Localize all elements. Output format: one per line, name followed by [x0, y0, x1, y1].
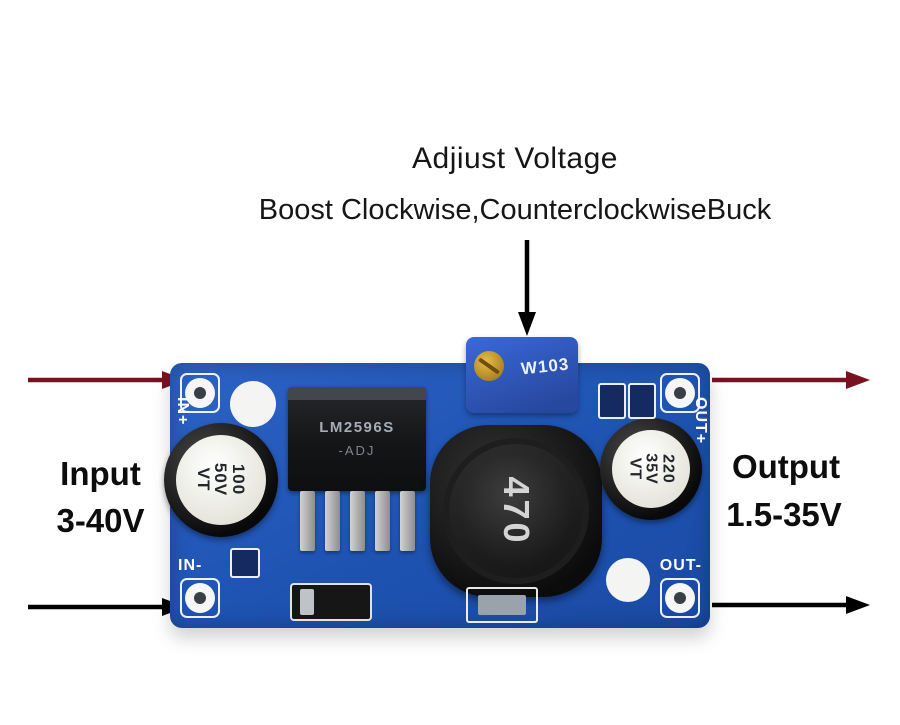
input-label: Input [60, 455, 141, 492]
converter-pcb: IN+ OUT+ IN- OUT- 100 50V VT LM2596S -AD… [164, 337, 710, 628]
ic-lead [375, 491, 390, 551]
output-voltage-range: 1.5-35V [726, 496, 842, 533]
smd-component [598, 383, 626, 419]
voltage-adjust-potentiometer: W103 [466, 337, 578, 413]
boost-buck-subtitle: Boost Clockwise,CounterclockwiseBuck [258, 194, 772, 226]
mounting-hole [660, 578, 700, 618]
input-capacitor: 100 50V VT [164, 423, 278, 537]
silkscreen-dot [230, 381, 276, 427]
input-negative-arrow-icon [28, 598, 186, 616]
ic-variant: -ADJ [338, 443, 376, 458]
silkscreen-in-plus: IN+ [174, 397, 191, 426]
mounting-hole [180, 578, 220, 618]
diode-stripe [300, 589, 314, 615]
ic-lead [400, 491, 415, 551]
inductor-marking: 470 [496, 476, 537, 546]
hole-ring [185, 378, 215, 408]
silkscreen-out-plus: OUT+ [692, 397, 709, 445]
hole-bore [674, 592, 686, 604]
mounting-hole [660, 373, 700, 413]
output-label: Output [731, 448, 841, 485]
output-positive-arrow-icon [712, 371, 870, 389]
hole-bore [194, 592, 206, 604]
diode [290, 583, 372, 621]
potentiometer-marking: W103 [519, 354, 570, 379]
solder-pad [478, 595, 526, 615]
adjust-voltage-title: Adjiust Voltage [412, 142, 618, 175]
hole-ring [665, 583, 695, 613]
solder-pad-outline [466, 587, 538, 623]
smd-component [230, 548, 260, 578]
power-inductor: 470 [430, 425, 602, 597]
mounting-hole [180, 373, 220, 413]
capacitor-top: 220 35V VT [612, 430, 690, 508]
silkscreen-out-minus: OUT- [659, 557, 702, 574]
hole-ring [185, 583, 215, 613]
ic-tab [288, 387, 426, 400]
input-capacitor-marking: 100 50V VT [194, 463, 249, 497]
ic-lead [350, 491, 365, 551]
ic-lead [325, 491, 340, 551]
silkscreen-in-minus: IN- [178, 557, 203, 574]
output-negative-arrow-icon [712, 596, 870, 614]
silkscreen-dot [606, 558, 650, 602]
smd-component [628, 383, 656, 419]
ic-part-number: LM2596S [319, 419, 395, 436]
hole-bore [674, 387, 686, 399]
regulator-ic: LM2596S -ADJ [288, 387, 426, 491]
output-capacitor: 220 35V VT [600, 418, 702, 520]
adjust-pointer-arrow-icon [518, 240, 536, 336]
inductor-coil [443, 438, 589, 584]
output-capacitor-marking: 220 35V VT [626, 453, 677, 485]
input-voltage-range: 3-40V [56, 502, 145, 539]
adjust-screw-icon [474, 351, 504, 381]
capacitor-top: 100 50V VT [176, 435, 266, 525]
hole-ring [665, 378, 695, 408]
hole-bore [194, 387, 206, 399]
ic-lead [300, 491, 315, 551]
input-positive-arrow-icon [28, 371, 186, 389]
screw-slot [478, 357, 500, 375]
